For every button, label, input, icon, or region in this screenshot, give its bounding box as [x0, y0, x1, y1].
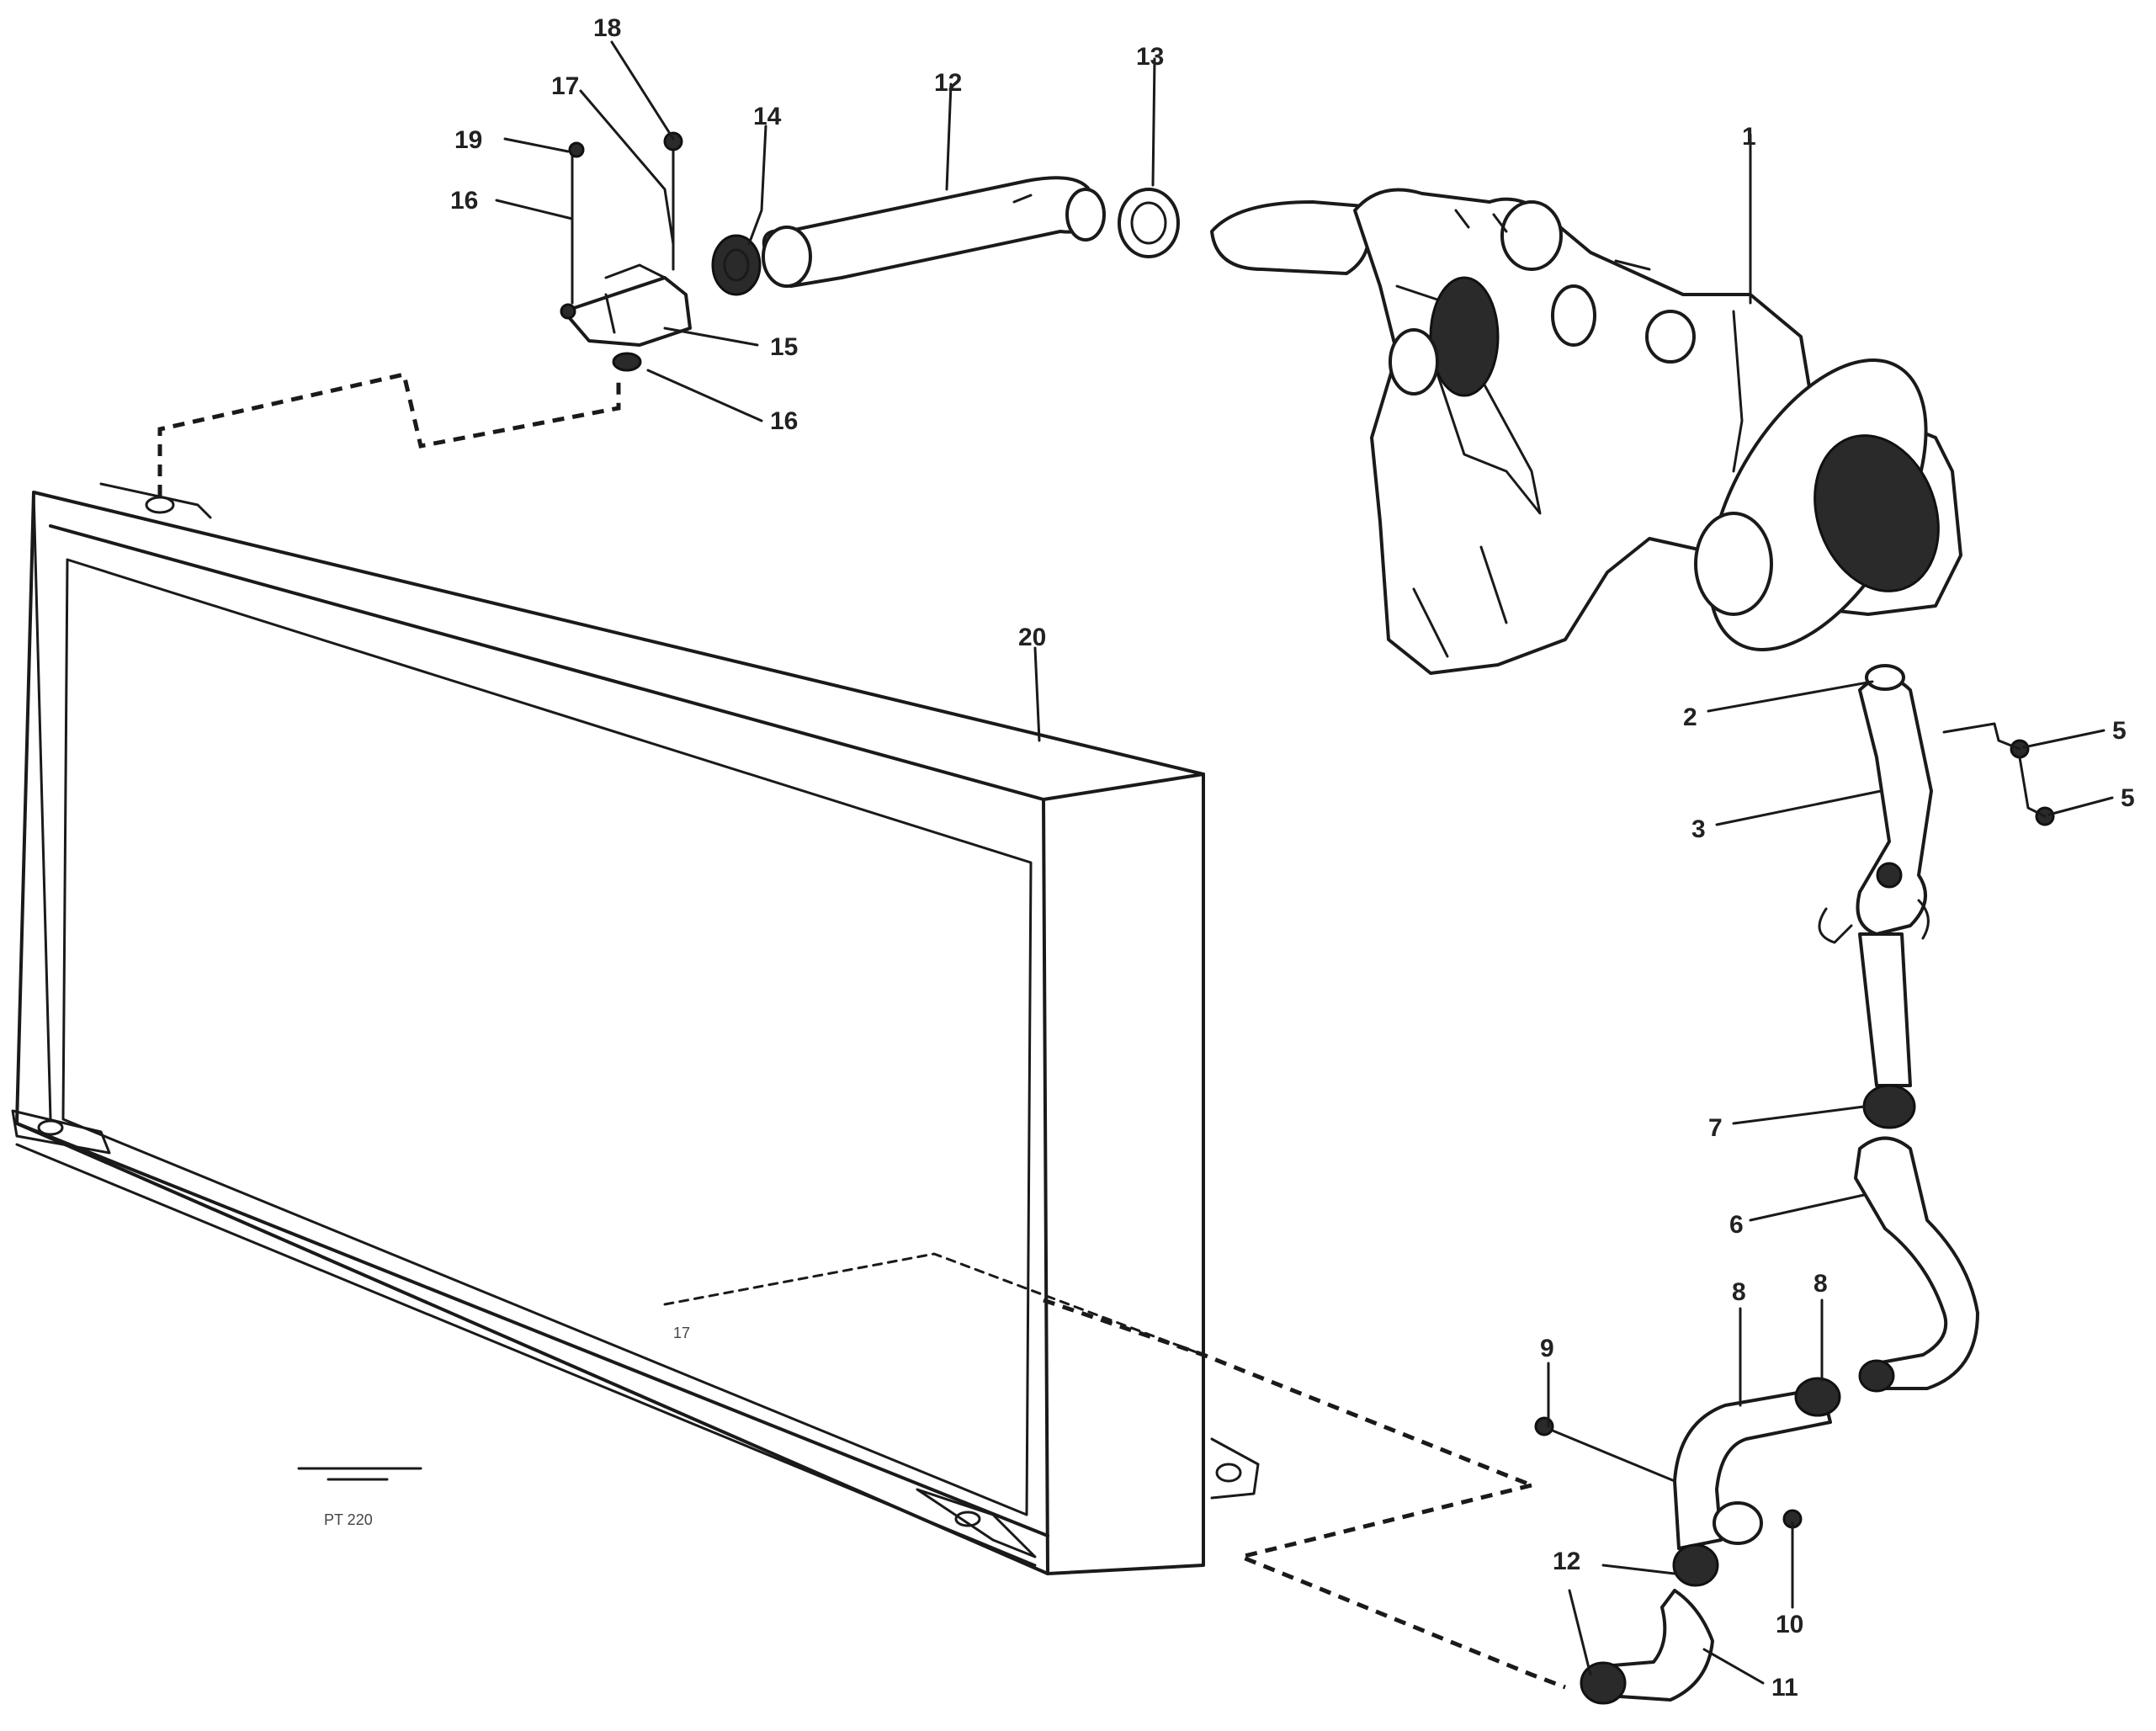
callout-8-right: 8: [1813, 1270, 1828, 1298]
callout-12-top: 12: [934, 69, 962, 97]
radiator: 17: [11, 482, 1260, 1575]
upper-hose: [711, 176, 1371, 296]
callout-2: 2: [1683, 704, 1697, 731]
lower-hose-assembly: [1534, 664, 2055, 1705]
callout-8-left: 8: [1732, 1278, 1746, 1306]
callout-15: 15: [770, 333, 798, 361]
callout-19: 19: [454, 126, 482, 154]
callout-7: 7: [1708, 1114, 1723, 1142]
leader-lines: [495, 40, 2114, 1685]
callout-3: 3: [1691, 815, 1706, 843]
callout-14: 14: [753, 103, 782, 130]
callout-18-top: 18: [593, 14, 621, 42]
callout-16-left: 16: [450, 187, 478, 215]
drawing-stamp: PT 220: [297, 1467, 422, 1528]
top-mount-bracket: [560, 131, 692, 372]
callout-9: 9: [1540, 1335, 1554, 1362]
callout-20: 20: [1018, 624, 1046, 651]
stamp-code: PT 220: [324, 1511, 373, 1528]
callout-5-upper: 5: [2112, 717, 2127, 745]
radiator-mark: 17: [673, 1325, 690, 1341]
water-pump-housing: [1353, 188, 1962, 675]
callout-1: 1: [1742, 123, 1756, 151]
routing-lines: [157, 372, 1566, 1690]
callout-17: 17: [551, 72, 579, 100]
callout-6: 6: [1729, 1211, 1744, 1239]
callout-labels: 18 17 19 16 14 12 13 15 16 1 20 2 3 5 5 …: [450, 14, 2135, 1702]
callout-13: 13: [1136, 43, 1164, 71]
callout-12-lower: 12: [1553, 1548, 1580, 1575]
callout-11: 11: [1771, 1674, 1798, 1702]
callout-5-lower: 5: [2121, 784, 2135, 812]
callout-16-bottom: 16: [770, 407, 798, 435]
callout-10: 10: [1776, 1611, 1803, 1638]
